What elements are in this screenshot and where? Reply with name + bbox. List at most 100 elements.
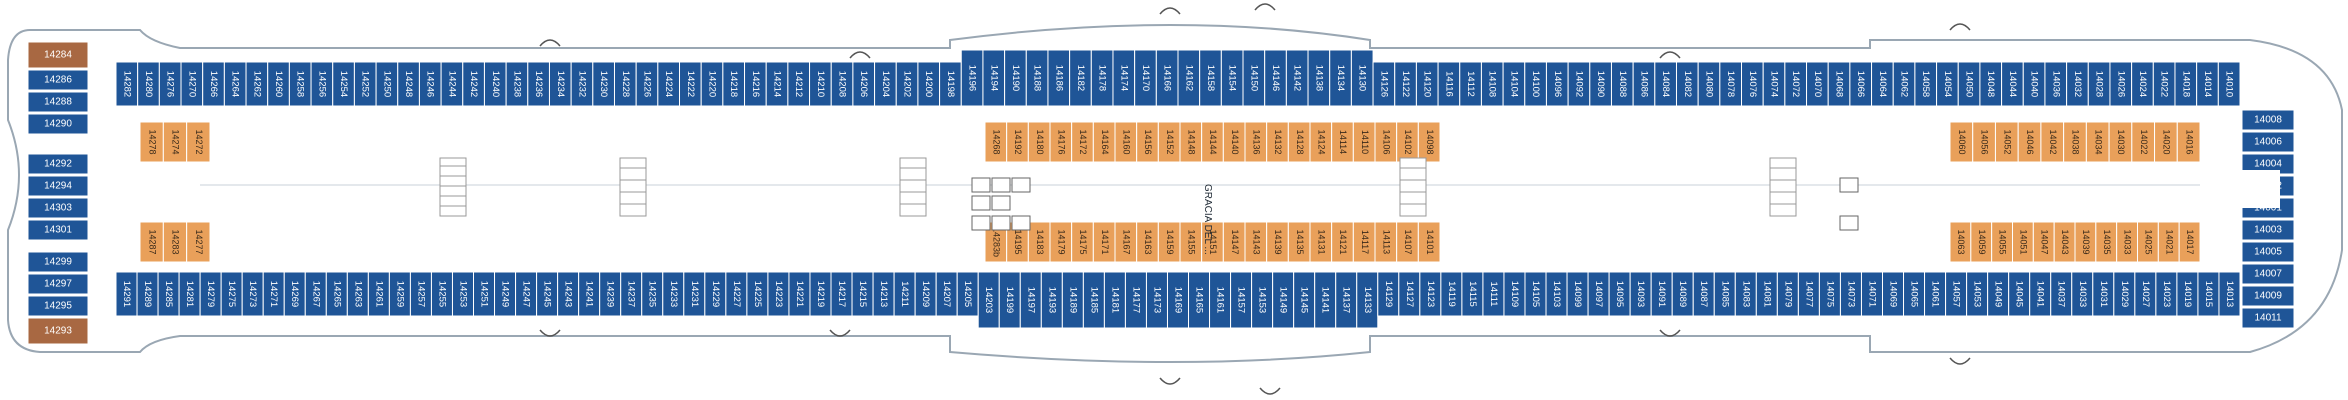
cabin-14177[interactable]: 14177 — [1124, 271, 1147, 329]
cabin-14066[interactable]: 14066 — [1849, 61, 1873, 107]
cabin-14026[interactable]: 14026 — [2109, 61, 2133, 107]
cabin-14223[interactable]: 14223 — [767, 271, 790, 317]
cabin-14207[interactable]: 14207 — [935, 271, 958, 317]
cabin-14176[interactable]: 14176 — [1049, 121, 1073, 163]
cabin-14203[interactable]: 14203 — [977, 271, 1000, 329]
cabin-14175[interactable]: 14175 — [1071, 221, 1094, 263]
cabin-14174[interactable]: 14174 — [1112, 49, 1136, 107]
cabin-14165[interactable]: 14165 — [1188, 271, 1211, 329]
cabin-14120[interactable]: 14120 — [1415, 61, 1439, 107]
cabin-14288[interactable]: 14288 — [27, 91, 89, 113]
cabin-14020[interactable]: 14020 — [2154, 121, 2178, 163]
cabin-14189[interactable]: 14189 — [1061, 271, 1084, 329]
cabin-14081[interactable]: 14081 — [1755, 271, 1778, 317]
cabin-14047[interactable]: 14047 — [2032, 221, 2055, 263]
cabin-14032[interactable]: 14032 — [2066, 61, 2089, 107]
cabin-14148[interactable]: 14148 — [1179, 121, 1203, 163]
cabin-14281[interactable]: 14281 — [178, 271, 201, 317]
cabin-14227[interactable]: 14227 — [725, 271, 748, 317]
cabin-14138[interactable]: 14138 — [1307, 49, 1331, 107]
cabin-14229[interactable]: 14229 — [704, 271, 727, 317]
cabin-14068[interactable]: 14068 — [1827, 61, 1851, 107]
cabin-14287[interactable]: 14287 — [139, 221, 164, 263]
cabin-14053[interactable]: 14053 — [1966, 271, 1989, 317]
cabin-14248[interactable]: 14248 — [397, 61, 420, 107]
cabin-14028[interactable]: 14028 — [2087, 61, 2111, 107]
cabin-14013[interactable]: 14013 — [2218, 271, 2241, 317]
cabin-14100[interactable]: 14100 — [1524, 61, 1547, 107]
cabin-14010[interactable]: 14010 — [2217, 61, 2241, 107]
cabin-14009[interactable]: 14009 — [2241, 285, 2295, 307]
cabin-14105[interactable]: 14105 — [1524, 271, 1547, 317]
cabin-14098[interactable]: 14098 — [1417, 121, 1441, 163]
cabin-14092[interactable]: 14092 — [1567, 61, 1591, 107]
cabin-14034[interactable]: 14034 — [2085, 121, 2110, 163]
cabin-14193[interactable]: 14193 — [1040, 271, 1063, 329]
cabin-14074[interactable]: 14074 — [1762, 61, 1786, 107]
cabin-14116[interactable]: 14116 — [1437, 61, 1461, 107]
cabin-14190[interactable]: 14190 — [1004, 49, 1027, 107]
cabin-14194[interactable]: 14194 — [982, 49, 1006, 107]
cabin-14153[interactable]: 14153 — [1251, 271, 1274, 329]
cabin-14181[interactable]: 14181 — [1103, 271, 1126, 329]
cabin-14289[interactable]: 14289 — [136, 271, 159, 317]
cabin-14059[interactable]: 14059 — [1970, 221, 1993, 263]
cabin-14260[interactable]: 14260 — [267, 61, 290, 107]
cabin-14257[interactable]: 14257 — [409, 271, 432, 317]
cabin-14088[interactable]: 14088 — [1610, 61, 1634, 107]
cabin-14284[interactable]: 14284 — [27, 41, 89, 69]
cabin-14253[interactable]: 14253 — [451, 271, 475, 317]
cabin-14235[interactable]: 14235 — [641, 271, 664, 317]
cabin-14293[interactable]: 14293 — [27, 317, 89, 345]
cabin-14263[interactable]: 14263 — [346, 271, 369, 317]
cabin-14055[interactable]: 14055 — [1991, 221, 2013, 263]
cabin-14124[interactable]: 14124 — [1309, 121, 1333, 163]
cabin-14147[interactable]: 14147 — [1222, 221, 1246, 263]
cabin-14197[interactable]: 14197 — [1019, 271, 1042, 329]
cabin-14247[interactable]: 14247 — [515, 271, 538, 317]
cabin-14246[interactable]: 14246 — [418, 61, 442, 107]
cabin-14107[interactable]: 14107 — [1396, 221, 1419, 263]
cabin-14188[interactable]: 14188 — [1025, 49, 1049, 107]
cabin-14022[interactable]: 14022 — [2131, 121, 2156, 163]
cabin-14063[interactable]: 14063 — [1949, 221, 1972, 263]
cabin-14093[interactable]: 14093 — [1629, 271, 1652, 317]
cabin-14060[interactable]: 14060 — [1949, 121, 1974, 163]
cabin-14082[interactable]: 14082 — [1675, 61, 1699, 107]
cabin-14232[interactable]: 14232 — [570, 61, 594, 107]
cabin-14031[interactable]: 14031 — [2092, 271, 2115, 317]
cabin-14106[interactable]: 14106 — [1374, 121, 1398, 163]
cabin-14130[interactable]: 14130 — [1350, 49, 1374, 107]
cabin-14179[interactable]: 14179 — [1049, 221, 1073, 263]
cabin-14007[interactable]: 14007 — [2241, 263, 2295, 285]
cabin-14039[interactable]: 14039 — [2074, 221, 2097, 263]
cabin-14065[interactable]: 14065 — [1903, 271, 1926, 317]
cabin-14217[interactable]: 14217 — [830, 271, 853, 317]
cabin-14075[interactable]: 14075 — [1818, 271, 1841, 317]
cabin-14029[interactable]: 14029 — [2113, 271, 2136, 317]
cabin-14042[interactable]: 14042 — [2040, 121, 2065, 163]
cabin-14222[interactable]: 14222 — [679, 61, 702, 107]
cabin-14018[interactable]: 14018 — [2174, 61, 2198, 107]
cabin-14056[interactable]: 14056 — [1972, 121, 1996, 163]
cabin-14101[interactable]: 14101 — [1417, 221, 1441, 263]
cabin-14132[interactable]: 14132 — [1266, 121, 1289, 163]
cabin-14097[interactable]: 14097 — [1587, 271, 1610, 317]
cabin-14159[interactable]: 14159 — [1157, 221, 1181, 263]
cabin-14239[interactable]: 14239 — [599, 271, 622, 317]
cabin-14123[interactable]: 14123 — [1419, 271, 1442, 317]
cabin-14299[interactable]: 14299 — [27, 251, 89, 273]
cabin-14255[interactable]: 14255 — [430, 271, 453, 317]
cabin-14086[interactable]: 14086 — [1632, 61, 1656, 107]
cabin-14096[interactable]: 14096 — [1545, 61, 1569, 107]
cabin-14023[interactable]: 14023 — [2155, 271, 2178, 317]
cabin-14192[interactable]: 14192 — [1006, 121, 1029, 163]
cabin-14064[interactable]: 14064 — [1871, 61, 1894, 107]
cabin-14048[interactable]: 14048 — [1979, 61, 2003, 107]
cabin-14214[interactable]: 14214 — [765, 61, 789, 107]
cabin-14027[interactable]: 14027 — [2134, 271, 2157, 317]
cabin-14291[interactable]: 14291 — [115, 271, 138, 317]
cabin-14025[interactable]: 14025 — [2137, 221, 2159, 263]
cabin-14198[interactable]: 14198 — [939, 61, 962, 107]
cabin-14136[interactable]: 14136 — [1244, 121, 1268, 163]
